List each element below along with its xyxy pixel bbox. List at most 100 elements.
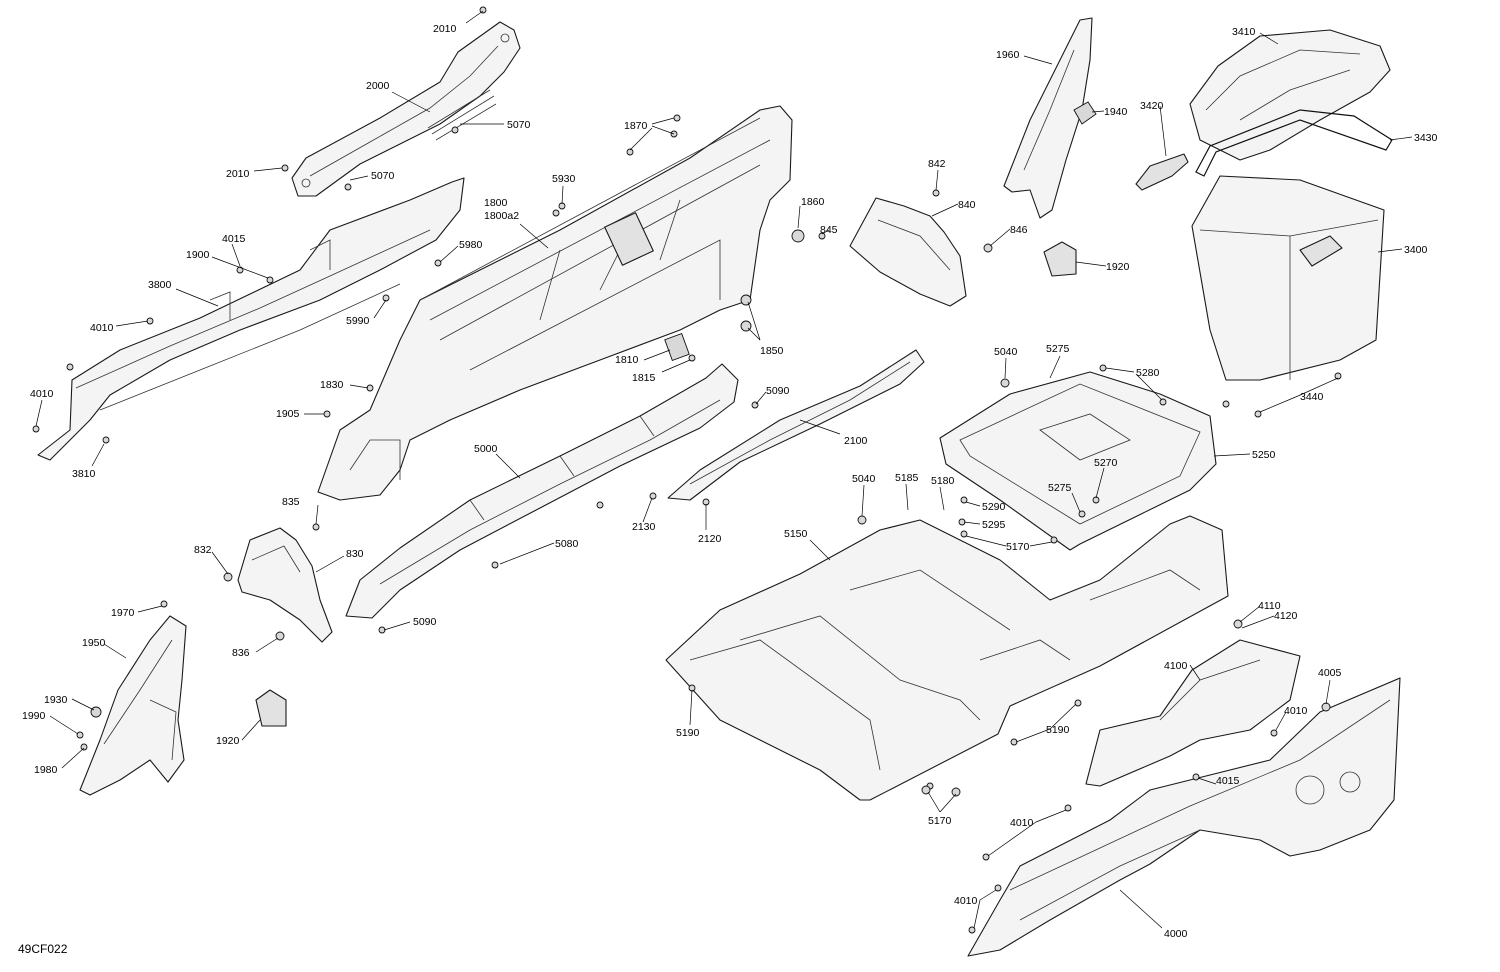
- part-3430-seal: [1195, 109, 1393, 177]
- figure-code: 49CF022: [18, 942, 68, 956]
- part-1920-clip-right: [1043, 241, 1077, 277]
- callout-836: 836: [232, 647, 250, 659]
- callout-840: 840: [958, 199, 976, 211]
- callout-1970: 1970: [111, 607, 135, 619]
- callout-2100: 2100: [844, 435, 868, 447]
- callout-5270: 5270: [1094, 457, 1118, 469]
- callout-4000: 4000: [1164, 928, 1188, 940]
- callout-4120: 4120: [1274, 610, 1298, 622]
- callout-3410: 3410: [1232, 26, 1256, 38]
- callout-2130: 2130: [632, 521, 656, 533]
- part-4000-lower-rail: [967, 677, 1401, 957]
- part-1800-main-panel: [317, 105, 793, 501]
- part-5150-main-floor: [665, 515, 1229, 801]
- callout-1900: 1900: [186, 249, 210, 261]
- callout-5290: 5290: [982, 501, 1006, 513]
- callout-5040: 5040: [994, 346, 1018, 358]
- callout-5930: 5930: [552, 173, 576, 185]
- callout-4100: 4100: [1164, 660, 1188, 672]
- callout-5190: 5190: [1046, 724, 1070, 736]
- callout-1870: 1870: [624, 120, 648, 132]
- callout-1950: 1950: [82, 637, 106, 649]
- callout-2120: 2120: [698, 533, 722, 545]
- callout-3420: 3420: [1140, 100, 1164, 112]
- part-1950-left-panel: [79, 615, 187, 796]
- callout-1800a2: 1800a2: [484, 210, 519, 222]
- part-3800-left-rail: [37, 177, 465, 461]
- callout-5070: 5070: [371, 170, 395, 182]
- callout-832: 832: [194, 544, 212, 556]
- callout-845: 845: [820, 224, 838, 236]
- part-3410-bin-lid: [1189, 29, 1391, 161]
- callout-5980: 5980: [459, 239, 483, 251]
- callout-1930: 1930: [44, 694, 68, 706]
- part-5250-floor-tray: [939, 371, 1217, 551]
- callout-5090: 5090: [413, 616, 437, 628]
- callout-846: 846: [1010, 224, 1028, 236]
- callout-1980: 1980: [34, 764, 58, 776]
- callout-4015: 4015: [1216, 775, 1240, 787]
- callout-5280: 5280: [1136, 367, 1160, 379]
- callout-4010: 4010: [90, 322, 114, 334]
- part-1920-clip-left: [255, 689, 287, 727]
- callout-5185: 5185: [895, 472, 919, 484]
- callout-1960: 1960: [996, 49, 1020, 61]
- fasteners: [32, 6, 1342, 934]
- callout-5080: 5080: [555, 538, 579, 550]
- callout-5170: 5170: [1006, 541, 1030, 553]
- part-5000-lower-rail: [345, 363, 739, 619]
- callout-2000: 2000: [366, 80, 390, 92]
- callout-5250: 5250: [1252, 449, 1276, 461]
- callout-1810: 1810: [615, 354, 639, 366]
- callout-1850: 1850: [760, 345, 784, 357]
- callout-5275: 5275: [1046, 343, 1070, 355]
- callout-5150: 5150: [784, 528, 808, 540]
- callout-5180: 5180: [931, 475, 955, 487]
- callout-3400: 3400: [1404, 244, 1428, 256]
- callout-842: 842: [928, 158, 946, 170]
- callout-830: 830: [346, 548, 364, 560]
- callout-4005: 4005: [1318, 667, 1342, 679]
- callout-1860: 1860: [801, 196, 825, 208]
- callout-4010: 4010: [1010, 817, 1034, 829]
- part-3400-storage-bin: [1191, 175, 1385, 381]
- callout-3810: 3810: [72, 468, 96, 480]
- callout-5070: 5070: [507, 119, 531, 131]
- callout-5040: 5040: [852, 473, 876, 485]
- callout-5090: 5090: [766, 385, 790, 397]
- callout-3800: 3800: [148, 279, 172, 291]
- callout-4110: 4110: [1258, 600, 1281, 612]
- callout-3440: 3440: [1300, 391, 1324, 403]
- callout-5190: 5190: [676, 727, 700, 739]
- callout-1830: 1830: [320, 379, 344, 391]
- callout-1990: 1990: [22, 710, 46, 722]
- callout-2010: 2010: [433, 23, 457, 35]
- callout-4010: 4010: [954, 895, 978, 907]
- callout-labels: 2010 2000 5070 2010 5070 4015 1900 3800 …: [22, 23, 1438, 940]
- callout-5000: 5000: [474, 443, 498, 455]
- part-2000-upper-bracket: [291, 21, 521, 197]
- callout-4010: 4010: [1284, 705, 1308, 717]
- callout-1920: 1920: [216, 735, 240, 747]
- part-2100-mid-rail: [667, 349, 925, 501]
- leader-lines: [35, 10, 1413, 929]
- callout-5295: 5295: [982, 519, 1006, 531]
- callout-4015: 4015: [222, 233, 246, 245]
- callout-1800: 1800: [484, 197, 508, 209]
- part-840-bracket: [849, 197, 967, 307]
- callout-1940: 1940: [1104, 106, 1128, 118]
- callout-1920: 1920: [1106, 261, 1130, 273]
- callout-5275: 5275: [1048, 482, 1072, 494]
- callout-835: 835: [282, 496, 300, 508]
- part-830-bracket: [237, 527, 333, 643]
- callout-1815: 1815: [632, 372, 656, 384]
- callout-4010: 4010: [30, 388, 54, 400]
- part-3420-handle: [1135, 153, 1189, 191]
- callout-1905: 1905: [276, 408, 300, 420]
- callout-3430: 3430: [1414, 132, 1438, 144]
- callout-2010: 2010: [226, 168, 250, 180]
- callout-5170: 5170: [928, 815, 952, 827]
- callout-5990: 5990: [346, 315, 370, 327]
